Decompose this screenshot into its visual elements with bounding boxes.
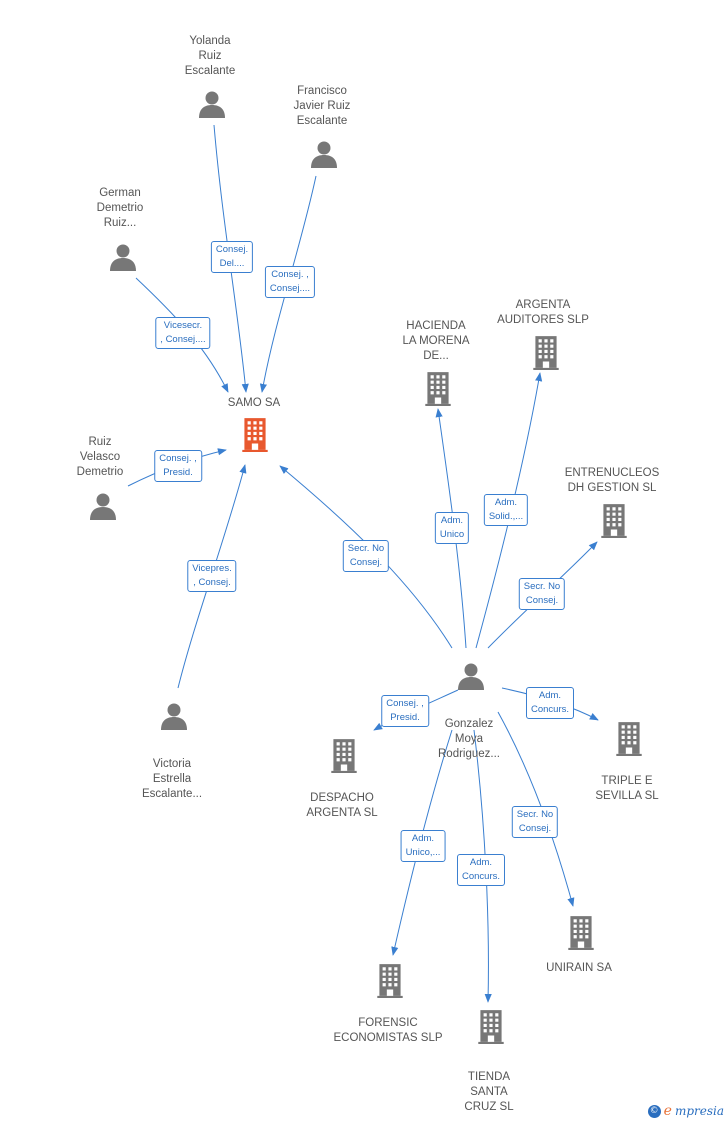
node-label-hacienda[interactable]: HACIENDA LA MORENA DE... — [402, 319, 470, 362]
node-label-gonzalez[interactable]: Gonzalez Moya Rodriguez... — [437, 718, 501, 760]
person-icon-german[interactable] — [110, 244, 136, 272]
node-label-argenta_aud[interactable]: ARGENTA AUDITORES SLP — [497, 299, 589, 326]
edge-label-gonzalez-hacienda[interactable]: Adm. Unico — [434, 512, 470, 544]
edge-label-gonzalez-triple[interactable]: Adm. Concurs. — [525, 687, 575, 719]
edge-label-gonzalez-forensic[interactable]: Adm. Unico,... — [400, 830, 446, 862]
edge-label-gonzalez-despacho[interactable]: Consej. , Presid. — [381, 695, 429, 727]
building-icon-triple[interactable] — [616, 722, 642, 756]
node-label-victoria[interactable]: Victoria Estrella Escalante... — [141, 758, 203, 800]
edge-label-gonzalez-unirain[interactable]: Secr. No Consej. — [511, 806, 559, 838]
building-icon-entrenucleos[interactable] — [601, 504, 627, 538]
node-label-samo[interactable]: SAMO SA — [227, 396, 281, 409]
person-icon-ruizv[interactable] — [90, 493, 116, 521]
brand-name: mpresia — [674, 1104, 724, 1118]
edge-label-yolanda-samo[interactable]: Consej. Del.... — [210, 241, 254, 273]
node-label-entrenucleos[interactable]: ENTRENUCLEOS DH GESTION SL — [564, 467, 660, 494]
building-icon-despacho[interactable] — [331, 739, 357, 773]
node-label-german[interactable]: German Demetrio Ruiz... — [96, 186, 144, 229]
edge-label-gonzalez-samo[interactable]: Secr. No Consej. — [342, 540, 390, 572]
person-icon-francisco[interactable] — [311, 141, 337, 169]
node-label-despacho[interactable]: DESPACHO ARGENTA SL — [306, 792, 378, 819]
node-label-francisco[interactable]: Francisco Javier Ruiz Escalante — [293, 84, 351, 127]
edge-label-ruizv-samo[interactable]: Consej. , Presid. — [154, 450, 202, 482]
node-label-yolanda[interactable]: Yolanda Ruiz Escalante — [184, 34, 236, 77]
edge-label-german-samo[interactable]: Vicesecr. , Consej.... — [155, 317, 211, 349]
person-icon-gonzalez[interactable] — [458, 663, 484, 691]
node-label-ruizv[interactable]: Ruiz Velasco Demetrio — [76, 435, 124, 478]
edge-label-gonzalez-entrenucleos[interactable]: Secr. No Consej. — [518, 578, 566, 610]
edge-label-francisco-samo[interactable]: Consej. , Consej.... — [264, 266, 316, 298]
node-label-triple[interactable]: TRIPLE E SEVILLA SL — [595, 775, 659, 802]
node-label-unirain[interactable]: UNIRAIN SA — [546, 962, 612, 974]
brand-initial: e — [663, 1103, 672, 1119]
edge-label-gonzalez-tienda[interactable]: Adm. Concurs. — [456, 854, 506, 886]
building-icon-argenta_aud[interactable] — [533, 336, 559, 370]
building-icon-unirain[interactable] — [568, 916, 594, 950]
person-icon-yolanda[interactable] — [199, 91, 225, 119]
person-icon-victoria[interactable] — [161, 703, 187, 731]
building-icon-forensic[interactable] — [377, 964, 403, 998]
building-icon-tienda[interactable] — [478, 1010, 504, 1044]
node-label-tienda[interactable]: TIENDA SANTA CRUZ SL — [464, 1071, 514, 1113]
building-icon-hacienda[interactable] — [425, 372, 451, 406]
edge-label-gonzalez-argenta_aud[interactable]: Adm. Solid.,... — [483, 494, 529, 526]
building-icon-samo[interactable] — [242, 418, 268, 452]
edge-label-victoria-samo[interactable]: Vicepres. , Consej. — [187, 560, 237, 592]
node-label-forensic[interactable]: FORENSIC ECONOMISTAS SLP — [333, 1017, 443, 1044]
copyright-icon: © — [647, 1104, 661, 1118]
